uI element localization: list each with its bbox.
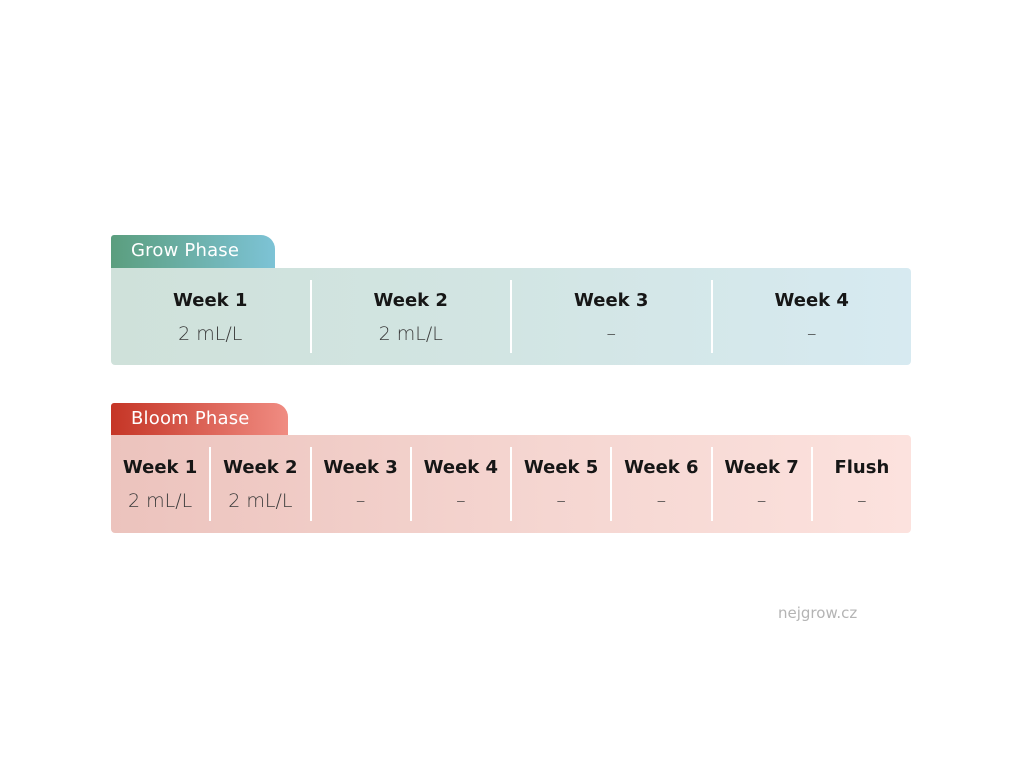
bloom-week-cell: Week 6 – (612, 447, 713, 521)
bloom-week-cell: Week 5 – (512, 447, 613, 521)
site-watermark: nejgrow.cz (778, 604, 858, 622)
bloom-week-cell: Week 1 2 mL/L (111, 447, 212, 521)
bloom-week-cell: Flush – (813, 447, 911, 521)
dosage-value: – (756, 490, 767, 512)
dosage-value: – (556, 490, 566, 512)
week-label: Week 4 (423, 457, 499, 478)
grow-week-cell: Week 1 2 mL/L (111, 280, 312, 353)
dosage-value: 2 mL/L (128, 490, 193, 512)
dosage-value: – (456, 490, 466, 512)
dosage-value: – (807, 323, 817, 345)
week-label: Week 3 (574, 290, 649, 311)
week-label: Week 2 (373, 290, 448, 311)
week-label: Week 1 (122, 457, 198, 478)
week-label: Week 6 (624, 457, 699, 478)
grow-week-cell: Week 3 – (512, 280, 713, 353)
dosage-value: 2 mL/L (378, 323, 443, 345)
grow-phase-tab: Grow Phase (111, 235, 275, 268)
grow-week-cell: Week 4 – (713, 280, 912, 353)
week-label: Week 1 (173, 290, 248, 311)
grow-phase-table: Week 1 2 mL/L Week 2 2 mL/L Week 3 – Wee… (111, 268, 911, 365)
grow-week-cell: Week 2 2 mL/L (312, 280, 512, 353)
bloom-week-cell: Week 2 2 mL/L (211, 447, 312, 521)
bloom-week-cell: Week 7 – (713, 447, 813, 521)
dosage-value: – (355, 490, 366, 512)
dosage-value: 2 mL/L (178, 323, 243, 345)
week-label: Week 2 (223, 457, 298, 478)
bloom-week-cell: Week 3 – (312, 447, 412, 521)
dosage-value: – (606, 323, 617, 345)
week-label: Week 3 (323, 457, 398, 478)
dosage-value: 2 mL/L (228, 490, 293, 512)
week-label: Flush (834, 457, 890, 478)
week-label: Week 4 (774, 290, 849, 311)
week-label: Week 7 (724, 457, 799, 478)
dosage-value: – (857, 490, 867, 512)
week-label: Week 5 (523, 457, 599, 478)
bloom-week-cell: Week 4 – (412, 447, 512, 521)
bloom-phase-table: Week 1 2 mL/L Week 2 2 mL/L Week 3 – Wee… (111, 435, 911, 533)
bloom-phase-tab: Bloom Phase (111, 403, 288, 436)
dosage-value: – (656, 490, 667, 512)
